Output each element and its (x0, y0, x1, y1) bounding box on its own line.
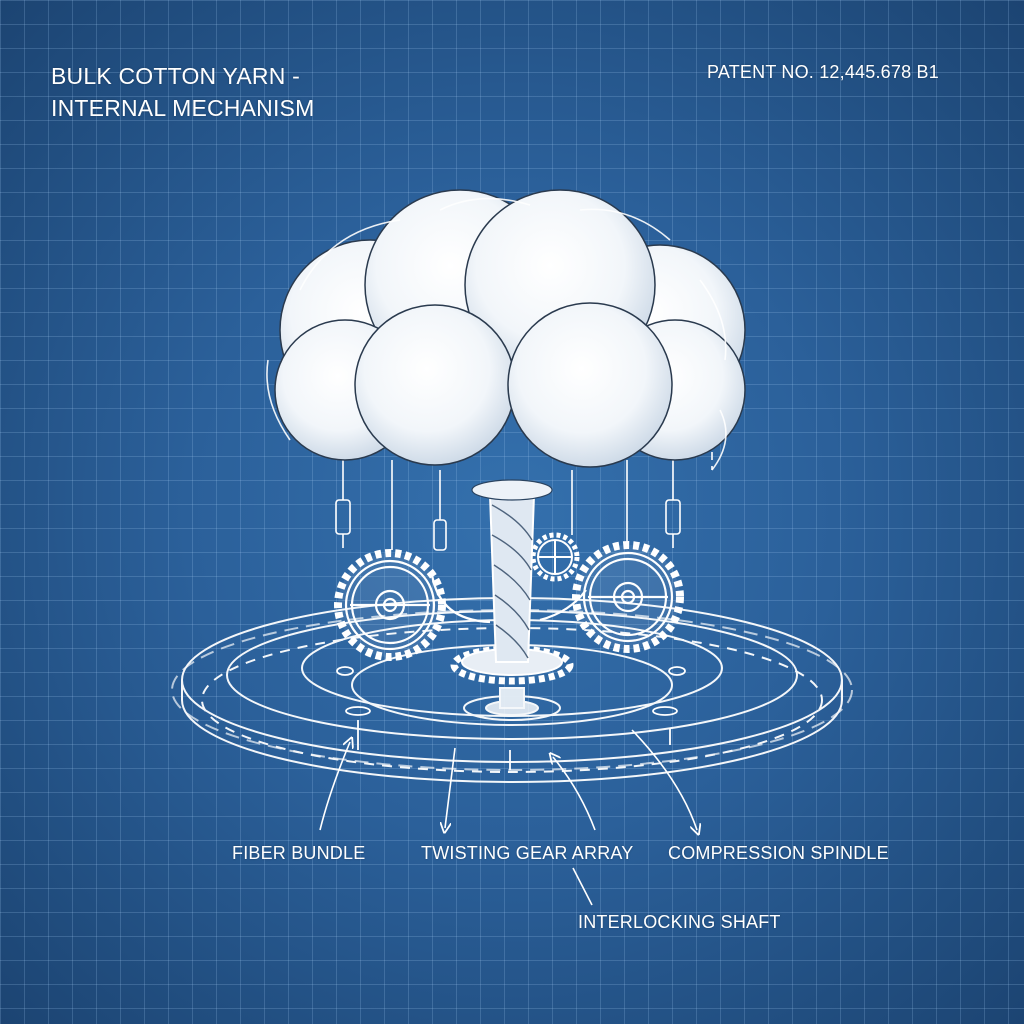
diagram-title: BULK COTTON YARN - INTERNAL MECHANISM (51, 60, 314, 124)
right-gear (572, 541, 684, 653)
left-gear (334, 549, 446, 661)
small-gear (530, 532, 580, 582)
gear-linkage (430, 574, 587, 624)
hanging-springs (335, 410, 713, 551)
cotton-fiber-bundle (274, 189, 746, 468)
twisted-shaft (471, 479, 553, 663)
leader-lines (319, 729, 697, 906)
cloud-fiber-strokes (266, 197, 727, 471)
mounting-screws (336, 666, 686, 770)
label-fiber-bundle: FIBER BUNDLE (232, 843, 366, 863)
label-twisting-gear-array: TWISTING GEAR ARRAY (421, 843, 634, 863)
title-line-2: INTERNAL MECHANISM (51, 95, 315, 121)
title-line-1: BULK COTTON YARN - (51, 63, 300, 89)
patent-number: PATENT NO. 12,445.678 B1 (707, 62, 939, 82)
label-interlocking-shaft: INTERLOCKING SHAFT (578, 912, 781, 932)
label-compression-spindle: COMPRESSION SPINDLE (668, 843, 889, 863)
